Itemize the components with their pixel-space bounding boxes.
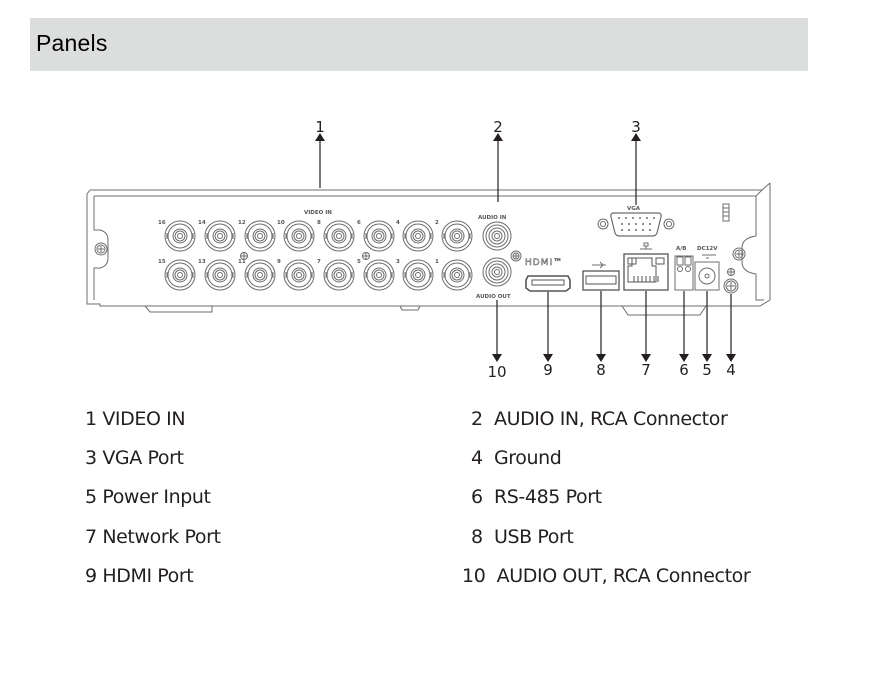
bnc-connector (283, 259, 315, 291)
bnc-connector (204, 220, 236, 252)
vga-panel-label: VGA (627, 206, 641, 212)
callout-8: 8 (596, 361, 606, 379)
callout-4: 4 (726, 361, 736, 379)
section-title: Panels (36, 30, 108, 56)
callout-1: 1 (315, 118, 325, 136)
bnc-channel-label: 2 (435, 220, 439, 226)
bnc-channel-label: 15 (158, 259, 166, 265)
legend-item-1: 1 VIDEO IN (85, 408, 186, 430)
bnc-channel-label: 10 (277, 220, 285, 226)
hdmi-logo: HDMI™ (525, 258, 563, 268)
audio-ground-icon (510, 250, 522, 262)
bnc-connector (441, 220, 473, 252)
bnc-connector (441, 259, 473, 291)
bnc-connector (323, 220, 355, 252)
hdmi-port (525, 275, 571, 292)
legend-item-7: 7 Network Port (85, 526, 221, 548)
bnc-channel-label: 12 (238, 220, 246, 226)
legend-item-3: 3 VGA Port (85, 447, 184, 469)
audio-in-panel-label: AUDIO IN (478, 215, 507, 221)
bnc-connector (164, 259, 196, 291)
bnc-connector (323, 259, 355, 291)
bnc-channel-label: 6 (357, 220, 361, 226)
mounting-screw-right (732, 247, 746, 261)
section-heading: Panels (28, 18, 808, 71)
chassis (86, 182, 771, 316)
power-input-port (694, 254, 720, 291)
bnc-channel-label: 14 (198, 220, 206, 226)
bnc-channel-label: 11 (238, 259, 246, 265)
legend-item-4: 4 Ground (471, 447, 562, 469)
bnc-connector (244, 259, 276, 291)
bnc-connector (164, 220, 196, 252)
callout-lines (315, 133, 736, 362)
legend-item-6: 6 RS-485 Port (471, 486, 602, 508)
legend-item-8: 8 USB Port (471, 526, 574, 548)
callout-5: 5 (702, 361, 712, 379)
vga-port (597, 212, 675, 237)
usb-icon (592, 261, 606, 269)
network-port (623, 253, 669, 291)
mounting-screw-left (94, 242, 108, 256)
callout-2: 2 (493, 118, 503, 136)
bnc-channel-label: 3 (396, 259, 400, 265)
usb-port (582, 270, 620, 291)
bnc-connector (402, 259, 434, 291)
network-icon (640, 242, 652, 250)
legend-item-10: 10 AUDIO OUT, RCA Connector (462, 565, 751, 587)
rs485-port (674, 255, 694, 291)
vent-slot (722, 203, 730, 222)
legend-item-9: 9 HDMI Port (85, 565, 194, 587)
callout-10: 10 (487, 363, 506, 381)
bnc-channel-label: 8 (317, 220, 321, 226)
ground-terminal (723, 268, 739, 294)
audio-in-rca-connector (482, 221, 512, 251)
video-in-bnc-connectors: 16 14 12 10 8 6 4 2 15 13 11 9 7 5 3 1 (158, 220, 473, 291)
bnc-connector (283, 220, 315, 252)
bnc-channel-label: 7 (317, 259, 321, 265)
heading-divider (28, 55, 30, 71)
callout-7: 7 (641, 361, 651, 379)
bnc-connector (402, 220, 434, 252)
bnc-connector (363, 259, 395, 291)
bnc-channel-label: 5 (357, 259, 361, 265)
bnc-channel-label: 4 (396, 220, 400, 226)
callout-6: 6 (679, 361, 689, 379)
bnc-connector (244, 220, 276, 252)
callout-9: 9 (543, 361, 553, 379)
bnc-channel-label: 1 (435, 259, 439, 265)
video-in-panel-label: VIDEO IN (304, 210, 332, 216)
bnc-channel-label: 16 (158, 220, 166, 226)
legend-item-2: 2 AUDIO IN, RCA Connector (471, 408, 728, 430)
bnc-connector (363, 220, 395, 252)
audio-out-rca-connector (482, 257, 512, 287)
rs485-panel-label: A/B (676, 246, 686, 252)
bnc-channel-label: 9 (277, 259, 281, 265)
legend-item-5: 5 Power Input (85, 486, 211, 508)
bnc-channel-label: 13 (198, 259, 206, 265)
callout-3: 3 (631, 118, 641, 136)
power-panel-label: DC12V (697, 246, 718, 252)
bnc-connector (204, 259, 236, 291)
audio-out-panel-label: AUDIO OUT (476, 294, 511, 300)
ground-symbol-icon (240, 252, 370, 260)
